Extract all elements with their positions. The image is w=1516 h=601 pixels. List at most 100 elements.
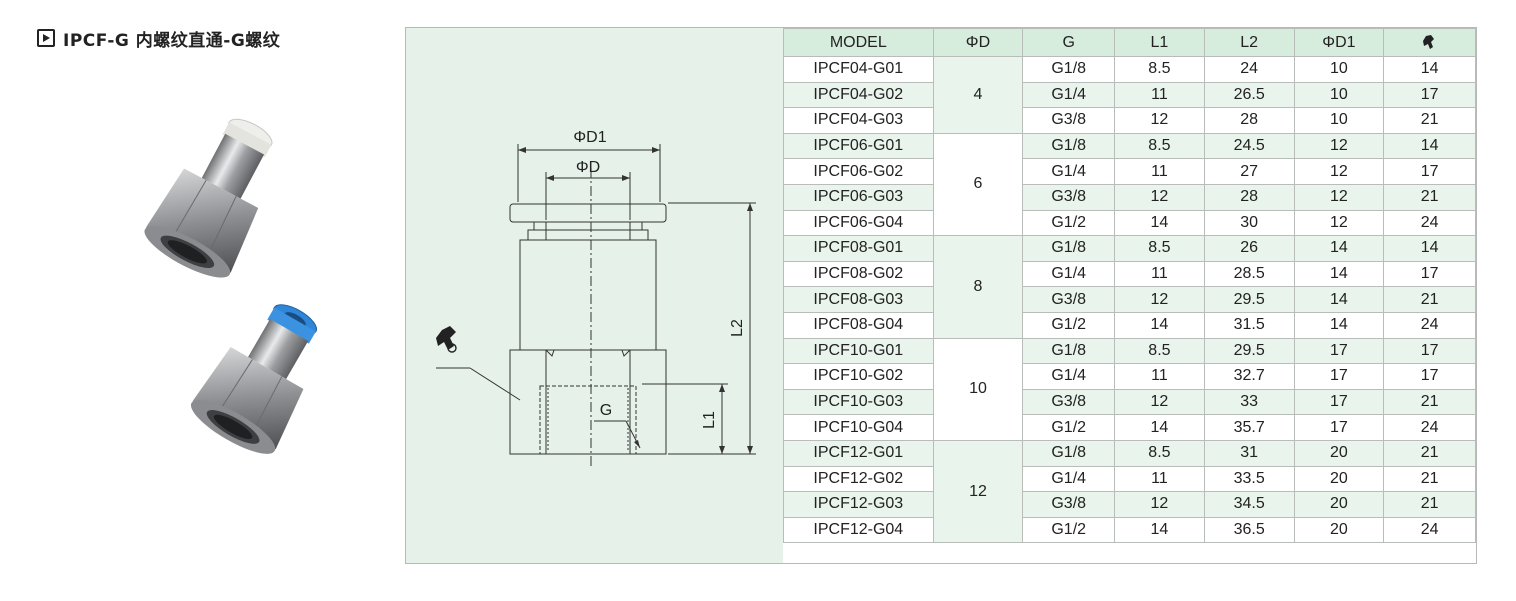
cell-model: IPCF06-G02 [783, 158, 934, 185]
cell-model: IPCF10-G01 [783, 337, 934, 365]
cell-model: IPCF10-G03 [783, 388, 934, 416]
product-photo-white-collar [144, 118, 273, 278]
cell-g: G3/8 [1022, 388, 1116, 416]
cell-phid1: 12 [1293, 158, 1385, 185]
cell-l1: 14 [1114, 414, 1205, 441]
cell-wrench-size: 17 [1383, 81, 1476, 109]
wrench-icon [1422, 35, 1434, 50]
cell-g: G1/8 [1022, 337, 1116, 365]
cell-model: IPCF04-G03 [783, 107, 934, 134]
cell-wrench-size: 24 [1383, 209, 1476, 237]
cell-l1: 11 [1114, 260, 1205, 288]
cell-phid1: 17 [1293, 337, 1385, 365]
cell-phid1: 14 [1293, 311, 1385, 339]
cell-wrench-size: 21 [1383, 439, 1476, 467]
cell-model: IPCF08-G01 [783, 235, 934, 262]
cell-phid1: 12 [1293, 209, 1385, 237]
cell-phid1: 14 [1293, 235, 1385, 262]
cell-l1: 14 [1114, 311, 1205, 339]
cell-g: G3/8 [1022, 107, 1116, 134]
cell-phid: 8 [932, 235, 1024, 339]
header-l1: L1 [1114, 28, 1205, 57]
cell-model: IPCF06-G03 [783, 183, 934, 211]
cell-phid1: 20 [1293, 516, 1385, 544]
cell-l2: 31 [1203, 439, 1295, 467]
cell-l2: 35.7 [1203, 414, 1295, 441]
cell-wrench-size: 14 [1383, 235, 1476, 262]
cell-l1: 8.5 [1114, 132, 1205, 160]
cell-g: G1/4 [1022, 465, 1116, 493]
header-phid1: ΦD1 [1293, 28, 1385, 57]
cell-l1: 8.5 [1114, 337, 1205, 365]
cell-l2: 29.5 [1203, 337, 1295, 365]
cell-model: IPCF12-G02 [783, 465, 934, 493]
cell-l2: 27 [1203, 158, 1295, 185]
cell-l2: 28.5 [1203, 260, 1295, 288]
cell-wrench-size: 17 [1383, 260, 1476, 288]
cell-l2: 28 [1203, 107, 1295, 134]
cell-phid1: 20 [1293, 465, 1385, 493]
cell-wrench-size: 21 [1383, 286, 1476, 313]
cell-wrench-size: 17 [1383, 337, 1476, 365]
cell-g: G1/4 [1022, 81, 1116, 109]
cell-model: IPCF12-G01 [783, 439, 934, 467]
cell-g: G1/8 [1022, 439, 1116, 467]
cell-l1: 12 [1114, 286, 1205, 313]
cell-g: G3/8 [1022, 183, 1116, 211]
cell-g: G1/8 [1022, 235, 1116, 262]
header-phid: ΦD [932, 28, 1024, 57]
cell-model: IPCF06-G01 [783, 132, 934, 160]
page-title: IPCF-G 内螺纹直通-G螺纹 [37, 26, 280, 51]
cell-phid1: 10 [1293, 107, 1385, 134]
cell-model: IPCF04-G02 [783, 81, 934, 109]
cell-phid1: 14 [1293, 260, 1385, 288]
cell-g: G1/8 [1022, 132, 1116, 160]
cell-wrench-size: 17 [1383, 363, 1476, 390]
cell-l2: 34.5 [1203, 491, 1295, 518]
cell-g: G1/8 [1022, 56, 1116, 83]
table-header-row: MODEL ΦD G L1 L2 ΦD1 [783, 28, 1476, 57]
label-phid: ΦD [576, 159, 600, 176]
cell-phid1: 12 [1293, 183, 1385, 211]
cell-l1: 11 [1114, 158, 1205, 185]
cell-l1: 12 [1114, 491, 1205, 518]
cell-model: IPCF04-G01 [783, 56, 934, 83]
cell-l1: 12 [1114, 388, 1205, 416]
spec-panel: ΦD1 ΦD L2 L1 G MODEL ΦD G L1 L2 ΦD1 [405, 27, 1477, 564]
cell-l2: 33 [1203, 388, 1295, 416]
cell-g: G3/8 [1022, 286, 1116, 313]
cell-phid1: 17 [1293, 414, 1385, 441]
cell-g: G1/4 [1022, 158, 1116, 185]
cell-wrench-size: 14 [1383, 132, 1476, 160]
cell-model: IPCF08-G02 [783, 260, 934, 288]
cell-model: IPCF06-G04 [783, 209, 934, 237]
cell-wrench-size: 21 [1383, 388, 1476, 416]
cell-l1: 8.5 [1114, 56, 1205, 83]
wrench-icon [436, 326, 457, 353]
cell-phid1: 20 [1293, 439, 1385, 467]
cell-wrench-size: 21 [1383, 491, 1476, 518]
cell-wrench-size: 24 [1383, 311, 1476, 339]
cell-l2: 32.7 [1203, 363, 1295, 390]
cell-l2: 24 [1203, 56, 1295, 83]
cell-l2: 29.5 [1203, 286, 1295, 313]
cell-wrench-size: 21 [1383, 465, 1476, 493]
header-model: MODEL [783, 28, 934, 57]
product-photo-blue-collar [190, 304, 317, 454]
cell-wrench-size: 21 [1383, 183, 1476, 211]
cell-wrench-size: 24 [1383, 414, 1476, 441]
